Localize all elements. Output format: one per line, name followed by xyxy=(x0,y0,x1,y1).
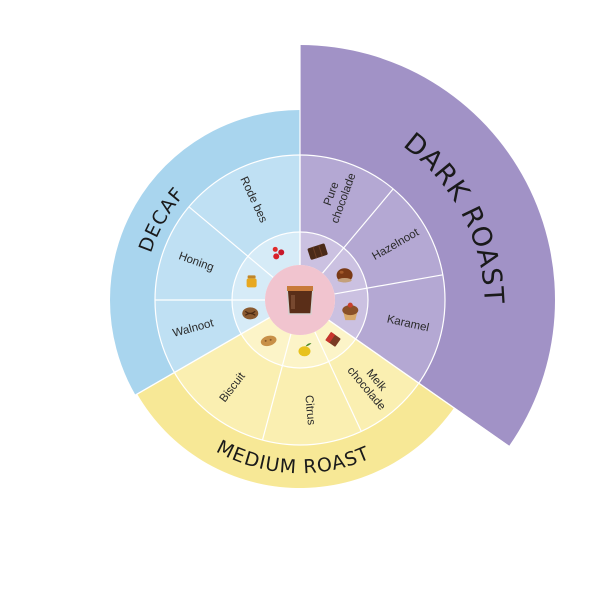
flavor-label: Citrus xyxy=(302,395,317,426)
sector-divider xyxy=(135,316,270,396)
coffee-glass-icon xyxy=(286,286,314,315)
milk-chocolate-icon xyxy=(325,331,341,347)
medium-roast-icon-ring xyxy=(241,317,356,368)
red-berries-icon xyxy=(272,246,285,260)
sector-divider xyxy=(314,331,362,432)
decaf-outer-band xyxy=(109,109,300,395)
sector-divider xyxy=(334,274,443,295)
honey-icon xyxy=(246,275,257,288)
dark-roast-outer-band xyxy=(300,45,556,447)
dark-roast-flavor-ring xyxy=(300,155,445,384)
medium-roast-outer-band xyxy=(137,372,455,489)
wheel-icons xyxy=(242,243,359,357)
sector-divider xyxy=(261,333,292,441)
chestnut-icon xyxy=(336,268,353,283)
biscuit-icon xyxy=(260,335,277,347)
medium-roast-flavor-ring xyxy=(174,334,419,445)
wheel-center xyxy=(265,265,335,335)
sector-divider xyxy=(188,206,274,278)
walnut-icon xyxy=(242,307,259,320)
sector-divider xyxy=(322,188,394,274)
sector-divider xyxy=(328,319,510,447)
dark-chocolate-icon xyxy=(307,243,328,260)
cupcake-icon xyxy=(342,302,359,321)
lemon-icon xyxy=(298,343,312,357)
wheel-separators xyxy=(78,45,510,447)
